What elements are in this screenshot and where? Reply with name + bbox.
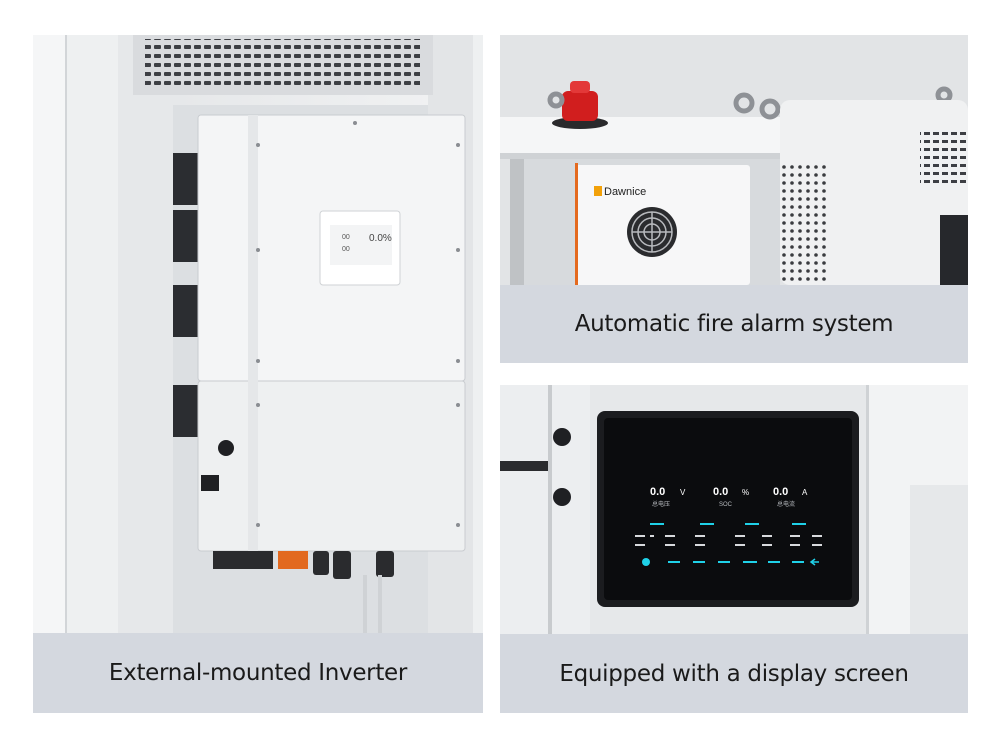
inverter-reading-1: 00 (342, 234, 350, 241)
reading-soc-value: 0.0 (713, 486, 728, 498)
back-arrow-icon[interactable] (809, 558, 819, 566)
display-screen-photo: 0.0 V 总电压 0.0 % SOC 0.0 A 总电流 (500, 385, 968, 634)
display-screen-panel: 0.0 V 总电压 0.0 % SOC 0.0 A 总电流 (500, 385, 968, 713)
fire-alarm-caption: Automatic fire alarm system (500, 285, 968, 363)
inverter-reading-2: 00 (342, 246, 350, 253)
reading-current-label: 总电流 (777, 500, 795, 508)
reading-soc-unit: % (742, 488, 749, 497)
reading-current-unit: A (802, 488, 808, 497)
reading-voltage-unit: V (680, 488, 686, 497)
inverter-photo: 00 00 0.0% (33, 35, 483, 633)
fire-alarm-panel: Dawnice Automatic fire alarm system (500, 35, 968, 363)
reading-current-value: 0.0 (773, 486, 788, 498)
reading-soc-label: SOC (719, 502, 733, 508)
inverter-panel: 00 00 0.0% External-mounted Inverter (33, 35, 483, 713)
inverter-caption: External-mounted Inverter (33, 633, 483, 713)
settings-gear-icon[interactable] (642, 558, 650, 566)
fire-alarm-photo: Dawnice (500, 35, 968, 285)
reading-voltage-label: 总电压 (652, 500, 670, 508)
reading-voltage-value: 0.0 (650, 486, 665, 498)
inverter-percent: 0.0% (369, 233, 392, 244)
display-screen-caption: Equipped with a display screen (500, 634, 968, 713)
dawnice-logo-text: Dawnice (604, 186, 646, 198)
